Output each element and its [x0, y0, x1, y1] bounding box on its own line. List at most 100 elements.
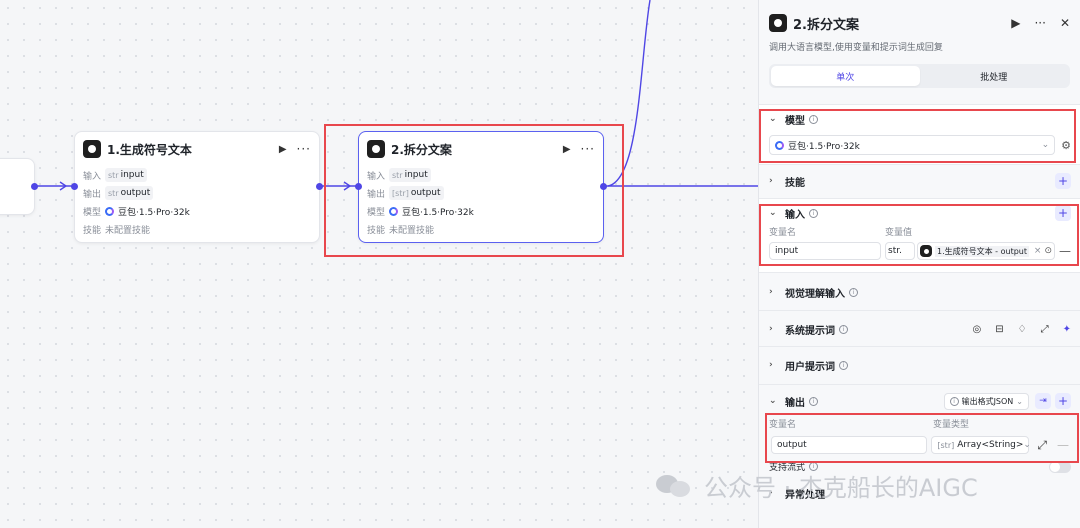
add-output-button[interactable]: + [1055, 393, 1071, 409]
info-icon[interactable]: i [809, 396, 818, 406]
remove-input-icon[interactable]: — [1059, 244, 1071, 258]
more-icon[interactable]: ··· [1034, 16, 1046, 30]
info-icon[interactable]: i [849, 287, 858, 297]
streaming-toggle[interactable] [1049, 460, 1071, 473]
add-skill-button[interactable]: + [1055, 173, 1071, 189]
chevron-right-icon[interactable]: › [769, 360, 773, 370]
info-icon[interactable]: i [839, 324, 848, 334]
expand-icon[interactable]: ⤢ [1037, 437, 1047, 452]
exception-label: 异常处理 [785, 489, 825, 501]
bulb-icon[interactable]: ♢ [1017, 323, 1027, 335]
chevron-down-icon[interactable]: ⌄ [769, 114, 777, 124]
chevron-right-icon[interactable]: › [769, 176, 773, 186]
exception-row: › 异常处理 [759, 483, 1080, 503]
skill-label: 技能 [83, 225, 102, 236]
target-icon[interactable]: ⊙ [1044, 246, 1052, 256]
type-tag: str [108, 188, 119, 198]
input-type-select[interactable]: str. [885, 242, 915, 260]
node2-output-handle[interactable] [600, 183, 607, 190]
ai-sparkle-icon[interactable]: ✦ [1062, 323, 1071, 335]
start-node-output-handle[interactable] [31, 183, 38, 190]
output-type-value: Array<String> [957, 440, 1024, 450]
user-prompt-section: › 用户提示词 i [759, 346, 1080, 384]
start-node[interactable] [0, 158, 35, 215]
more-icon[interactable]: ··· [580, 142, 595, 156]
model-name: 豆包·1.5·Pro·32k [402, 207, 474, 218]
node2-input-handle[interactable] [355, 183, 362, 190]
output-format-select[interactable]: i 输出格式JSON ⌄ [943, 392, 1029, 410]
chevron-down-icon: ⌄ [1023, 440, 1031, 450]
panel-title[interactable]: 2.拆分文案 [793, 17, 859, 33]
col-var-type: 变量类型 [933, 420, 970, 430]
node-title: 2.拆分文案 [391, 142, 452, 157]
node1-input-handle[interactable] [71, 183, 78, 190]
user-prompt-label: 用户提示词 [785, 361, 835, 373]
model-section: ⌄ 模型 i 豆包·1.5·Pro·32k ⌄ ⚙ [759, 104, 1080, 164]
info-icon[interactable]: i [809, 208, 818, 218]
outputs-section: ⌄ 输出 i i 输出格式JSON ⌄ ⇥ + 变量名 变量类型 output … [759, 384, 1080, 528]
type-tag: [str] [392, 188, 409, 198]
doubao-logo-icon [367, 140, 385, 158]
output-label: 输出 [83, 189, 102, 200]
add-input-button[interactable]: + [1055, 205, 1071, 221]
edges-layer [30, 0, 760, 191]
skills-section: › 技能 + [759, 164, 1080, 198]
info-icon[interactable]: i [809, 114, 818, 124]
inputs-section-label: 输入 [785, 209, 805, 221]
model-select[interactable]: 豆包·1.5·Pro·32k ⌄ [769, 135, 1056, 155]
model-icon [389, 206, 398, 216]
model-label: 模型 [83, 207, 102, 218]
input-name-field[interactable]: input [769, 242, 881, 260]
output-type-select[interactable]: [str] Array<String> ⌄ [931, 436, 1031, 454]
model-name: 豆包·1.5·Pro·32k [118, 207, 190, 218]
node1-output-handle[interactable] [316, 183, 323, 190]
info-icon[interactable]: i [839, 360, 848, 370]
close-icon[interactable]: ✕ [1059, 16, 1070, 30]
chevron-right-icon[interactable]: › [769, 488, 773, 498]
model-settings-gear-icon[interactable]: ⚙ [1061, 138, 1071, 152]
doubao-logo-icon [769, 14, 787, 32]
input-label: 输入 [83, 171, 102, 182]
run-icon[interactable]: ▶ [278, 143, 287, 155]
chevron-down-icon: ⌄ [1016, 396, 1023, 406]
remove-output-icon[interactable]: — [1057, 438, 1069, 452]
more-icon[interactable]: ··· [296, 142, 311, 156]
clear-icon[interactable]: × [1033, 246, 1042, 256]
tab-batch[interactable]: 批处理 [980, 72, 1008, 83]
chevron-down-icon[interactable]: ⌄ [769, 208, 777, 218]
compass-icon[interactable]: ◎ [972, 323, 982, 335]
skills-section-label: 技能 [785, 177, 805, 189]
model-section-label: 模型 [785, 115, 805, 127]
doubao-logo-icon [920, 245, 932, 257]
model-icon [775, 140, 784, 150]
run-icon[interactable]: ▶ [1011, 16, 1021, 30]
run-icon[interactable]: ▶ [562, 143, 571, 155]
output-name-field[interactable]: output [771, 436, 928, 454]
chevron-right-icon[interactable]: › [769, 324, 773, 334]
var-name: input [404, 170, 428, 180]
edge-node2-to-top [607, 0, 651, 187]
col-var-name: 变量名 [769, 228, 797, 238]
expand-icon[interactable]: ⤢ [1040, 323, 1049, 335]
import-output-button[interactable]: ⇥ [1035, 393, 1051, 409]
chevron-right-icon[interactable]: › [769, 287, 773, 297]
run-mode-tabs: 单次 批处理 [769, 64, 1070, 88]
input-reference-field[interactable]: 1.生成符号文本 - output × ⊙ [917, 242, 1055, 260]
vision-section-label: 视觉理解输入 [785, 288, 845, 300]
doubao-logo-icon [83, 140, 101, 158]
input-label: 输入 [367, 171, 386, 182]
node-title: 1.生成符号文本 [107, 142, 192, 157]
output-chip: [str]output [389, 186, 444, 200]
col-var-value: 变量值 [885, 228, 913, 238]
type-tag: str [108, 170, 119, 180]
library-icon[interactable]: ⊟ [995, 323, 1004, 335]
chevron-down-icon[interactable]: ⌄ [769, 396, 777, 406]
tab-single[interactable]: 单次 [771, 66, 920, 86]
edge-arrow-1 [59, 181, 68, 191]
